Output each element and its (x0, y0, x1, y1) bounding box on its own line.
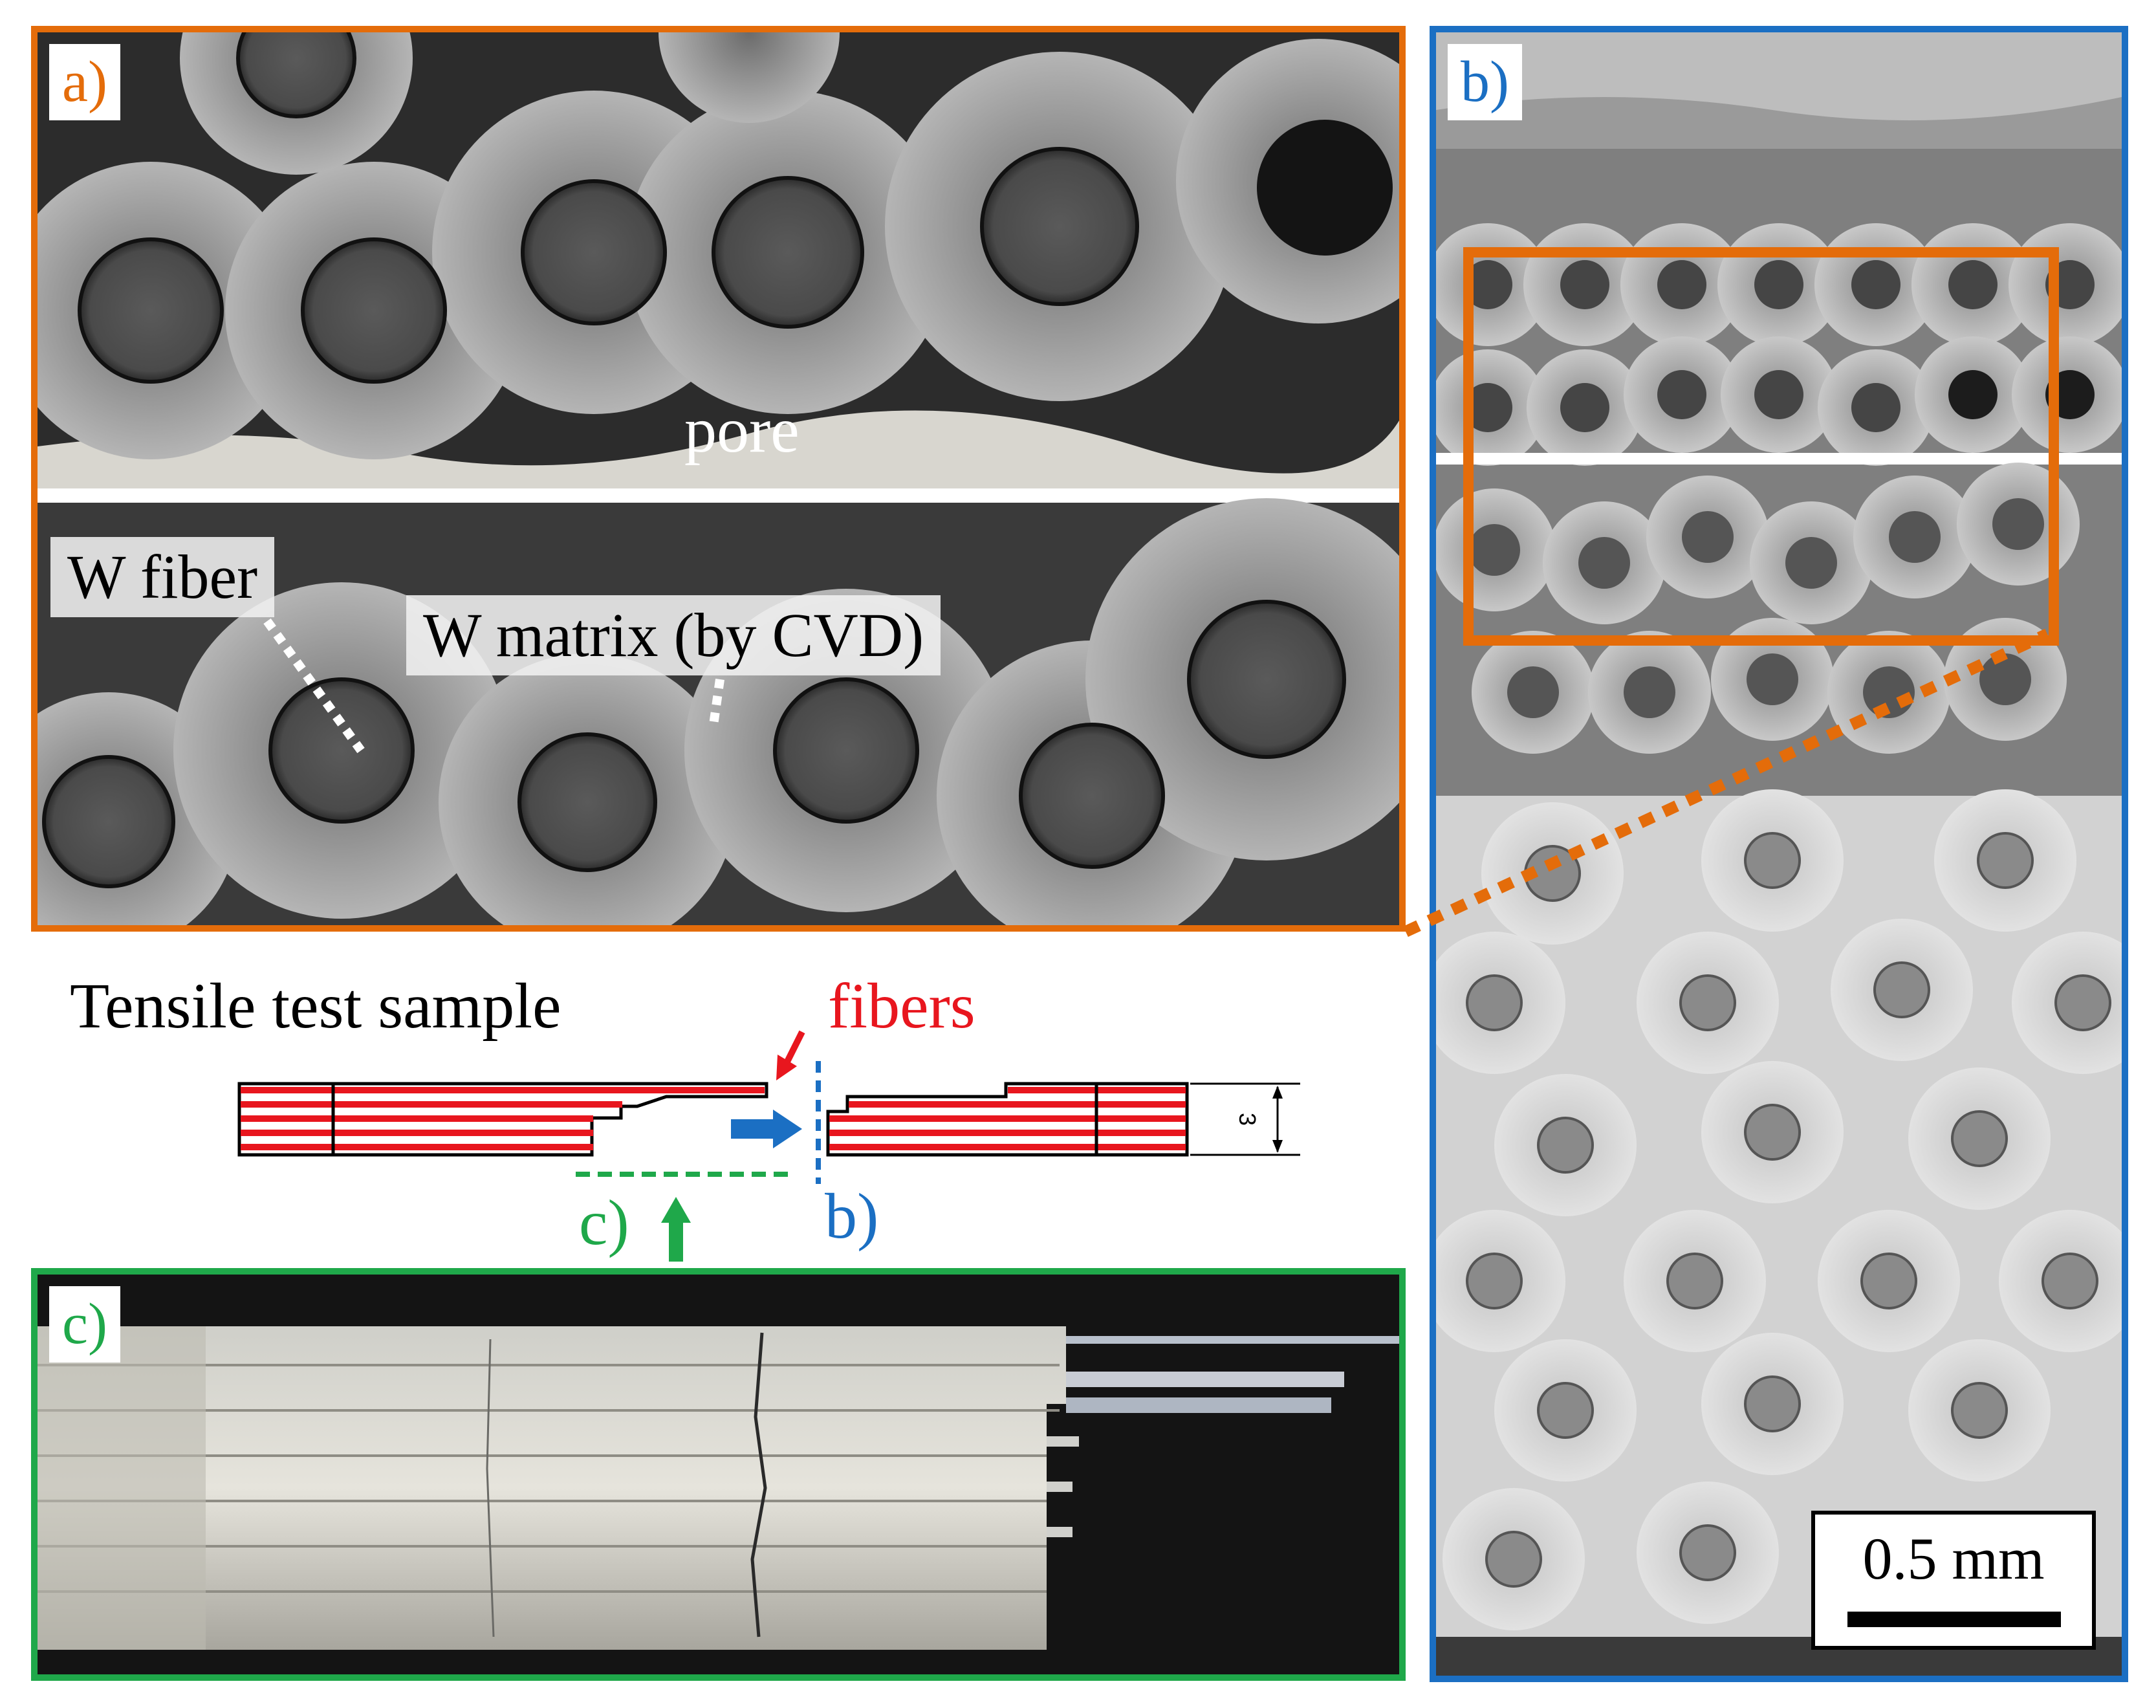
protruding-fibers (1047, 1336, 1399, 1537)
panel-a-label: a) (49, 44, 120, 120)
panel-a-image (38, 32, 1399, 925)
w-matrix-label: W matrix (by CVD) (406, 595, 941, 675)
scale-bar-box: 0.5 mm (1811, 1511, 2096, 1650)
c-marker-label: c) (579, 1187, 629, 1258)
panel-b-image (1436, 32, 2122, 1676)
scale-bar-label: 0.5 mm (1862, 1526, 2045, 1592)
left-sample-half (237, 1082, 768, 1157)
panel-c-label: c) (49, 1286, 120, 1363)
fibers-arrow (783, 1030, 805, 1066)
matrix-pointer-line (709, 679, 724, 725)
panel-b-lower-fibers (1436, 789, 2122, 1630)
schematic-title: Tensile test sample (70, 970, 561, 1042)
sample-body (38, 1326, 1066, 1650)
panel-b-label: b) (1448, 44, 1522, 120)
panel-c-image (38, 1275, 1399, 1674)
fibers-label: fibers (828, 970, 975, 1042)
scale-bar-line (1847, 1612, 2061, 1627)
panel-c-photo: c) (31, 1268, 1406, 1681)
w-fiber-label: W fiber (50, 537, 275, 617)
b-marker-label: b) (825, 1180, 879, 1252)
dimension-label: 3 (1234, 1112, 1261, 1126)
panel-a-micrograph: a) pore W fiber W matrix (by CVD) (31, 26, 1406, 932)
pore-label: pore (684, 394, 800, 466)
upper-fibers (38, 32, 1399, 459)
crack-line (750, 1332, 767, 1637)
panel-b-micrograph: b) 0.5 mm (1430, 26, 2128, 1682)
right-sample-half (826, 1082, 1189, 1157)
